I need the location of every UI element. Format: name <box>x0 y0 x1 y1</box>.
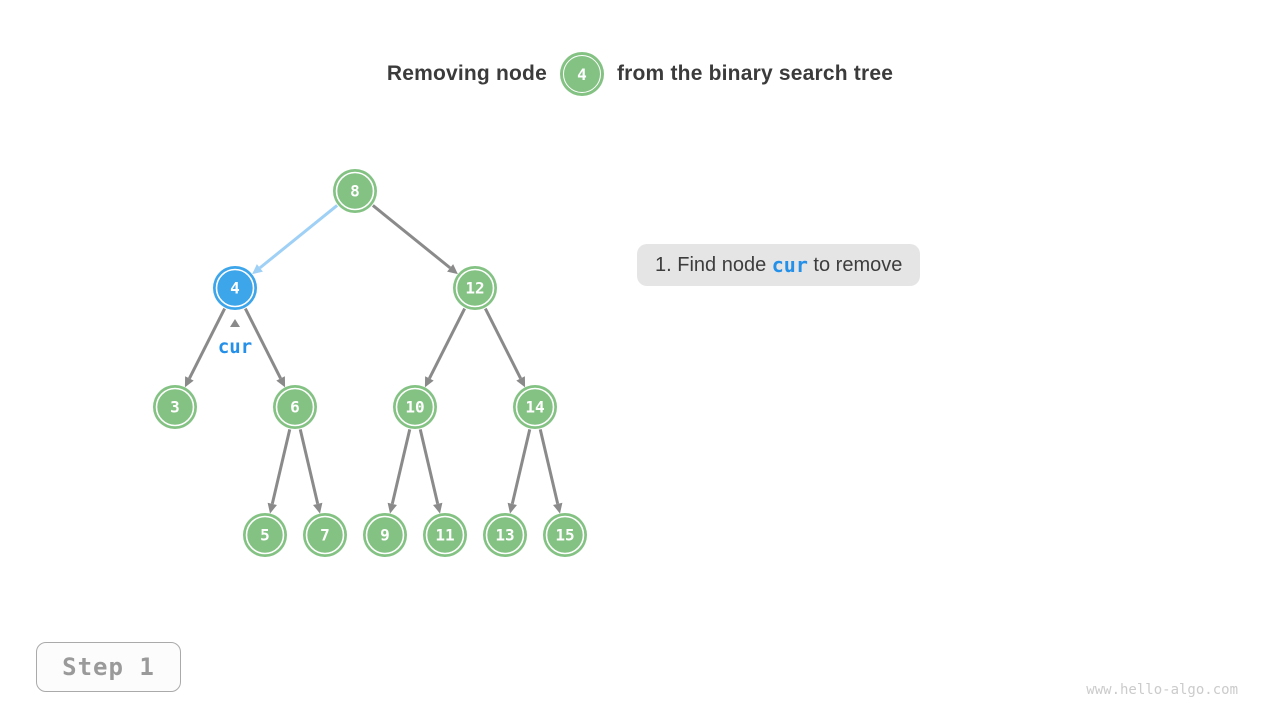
tree-node-label-11: 11 <box>435 526 454 545</box>
title-node-circle: 4 <box>559 52 604 96</box>
tree-node-10: 10 <box>393 385 437 429</box>
tree-edges <box>184 204 563 514</box>
tree-edge-12-14 <box>484 307 526 388</box>
tree-node-9: 9 <box>363 513 407 557</box>
tree-node-label-7: 7 <box>320 526 330 545</box>
tree-node-label-15: 15 <box>555 526 574 545</box>
tree-node-label-14: 14 <box>525 398 544 417</box>
annotation-highlight: cur <box>771 253 808 277</box>
tree-edge-6-7 <box>298 429 323 514</box>
title-suffix: from the binary search tree <box>616 62 894 85</box>
annotation-text-before: 1. Find node <box>655 253 772 276</box>
step-annotation: 1. Find node cur to remove <box>637 244 921 286</box>
cur-pointer-arrow-icon <box>230 319 240 327</box>
tree-node-label-3: 3 <box>170 398 180 417</box>
step-badge: Step 1 <box>36 642 181 692</box>
tree-node-11: 11 <box>423 513 467 557</box>
tree-edge-4-3 <box>184 307 226 388</box>
tree-node-label-8: 8 <box>350 182 360 201</box>
tree-node-label-9: 9 <box>380 526 390 545</box>
tree-node-label-13: 13 <box>495 526 514 545</box>
title-prefix: Removing node <box>386 62 547 85</box>
page-title: Removing node 4 from the binary search t… <box>0 51 1280 97</box>
tree-node-12: 12 <box>453 266 497 310</box>
tree-node-14: 14 <box>513 385 557 429</box>
tree-node-label-4: 4 <box>230 279 240 298</box>
tree-edge-14-15 <box>538 429 563 514</box>
watermark: www.hello-algo.com <box>1086 682 1238 698</box>
tree-edge-8-4 <box>252 204 339 275</box>
tree-node-6: 6 <box>273 385 317 429</box>
cur-pointer-label: cur <box>217 336 253 358</box>
tree-edge-12-10 <box>424 307 466 388</box>
tree-node-3: 3 <box>153 385 197 429</box>
title-node-ring <box>562 55 601 93</box>
tree-node-13: 13 <box>483 513 527 557</box>
tree-node-8: 8 <box>333 169 377 213</box>
annotation-text-after: to remove <box>807 253 903 276</box>
tree-node-5: 5 <box>243 513 287 557</box>
tree-nodes: 8 4 12 3 6 10 14 5 7 9 11 13 15 <box>153 169 587 557</box>
tree-node-7: 7 <box>303 513 347 557</box>
tree-node-4: 4 <box>213 266 257 310</box>
tree-node-label-12: 12 <box>465 279 484 298</box>
tree-edge-4-6 <box>244 307 286 388</box>
tree-node-15: 15 <box>543 513 587 557</box>
tree-edge-10-11 <box>418 429 443 514</box>
tree-node-label-5: 5 <box>260 526 270 545</box>
tree-edge-8-12 <box>371 204 458 275</box>
tree-node-label-10: 10 <box>405 398 424 417</box>
tree-edge-14-13 <box>507 429 532 514</box>
tree-edge-10-9 <box>387 429 412 514</box>
tree-node-label-6: 6 <box>290 398 300 417</box>
tree-edge-6-5 <box>267 429 292 514</box>
